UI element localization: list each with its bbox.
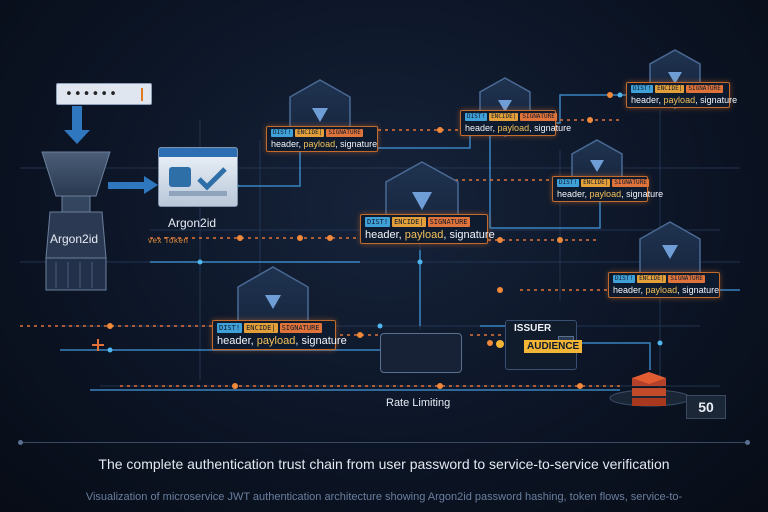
caption-divider [18,440,750,445]
rate-limiter-gateway [380,333,462,373]
jwt-token: DIST! ENCIDE| SIGNATURE header, payload,… [212,320,347,350]
jwt-token: DIST! ENCIDE| SIGNATURE header, payload,… [266,126,378,152]
jwt-token: DIST! ENCIDE| SIGNATURE header, payload,… [360,214,495,244]
browser-body [159,157,237,206]
jwt-token: DIST! ENCIDE| SIGNATURE header, payload,… [608,272,720,298]
figure-subcaption: Visualization of microservice JWT authen… [85,491,683,503]
jwt-token: DIST! ENCIDE| SIGNATURE header, payload,… [626,82,737,108]
password-field[interactable]: •••••• [56,83,152,105]
login-browser-window [158,147,238,207]
issuer-label: ISSUER [514,323,552,334]
rate-limiting-label: Rate Limiting [386,397,451,409]
argon-browser-label: Argon2id [168,216,217,230]
audience-label: AUDIENCE [524,340,583,353]
checkmark-icon [169,167,227,196]
text-caret [141,88,143,101]
claims-card: ISSUER AUDIENCE [505,320,583,370]
argon-hasher-machine [41,151,111,291]
count-badge: 50 [686,395,726,419]
argon-hasher-label: Argon2id [50,232,99,246]
figure-caption: The complete authentication trust chain … [98,456,670,472]
database-icon [609,372,691,407]
browser-titlebar [159,148,237,157]
token-hint-label: vex Token [148,236,189,245]
jwt-token: DIST! ENCIDE| SIGNATURE header, payload,… [552,176,663,202]
password-mask: •••••• [65,87,118,102]
jwt-token: DIST! ENCIDE| SIGNATURE header, payload,… [460,110,571,136]
